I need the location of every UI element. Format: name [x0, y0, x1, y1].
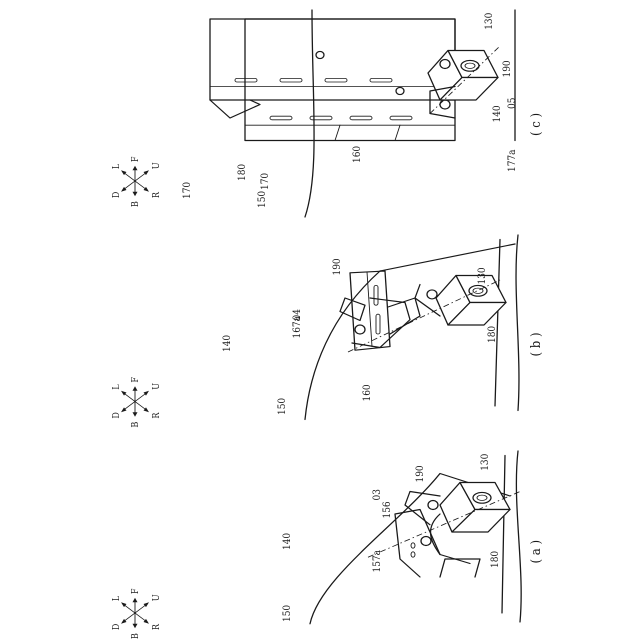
dir-u-label: U	[152, 383, 163, 390]
bolt-c3	[396, 87, 404, 94]
label-180: 180	[490, 551, 502, 568]
label-140: 140	[282, 533, 294, 550]
label-150: 150	[257, 191, 269, 208]
vehicle-edge-a	[516, 451, 521, 622]
dir-b-label: B	[131, 201, 142, 207]
dir-d-label: D	[112, 623, 123, 630]
dir-d-label: D	[112, 191, 123, 198]
bracket-lip-a	[431, 514, 440, 555]
label-156: 156	[382, 501, 394, 518]
vehicle-panel-a	[440, 559, 480, 577]
caption-b: ( b )	[528, 332, 543, 356]
dir-l-label: L	[112, 384, 123, 390]
label-160: 160	[352, 146, 364, 163]
hole-a2	[411, 543, 415, 548]
panel-b: B F D U L R	[112, 235, 544, 428]
dir-r-label: R	[152, 412, 163, 419]
bolt-b1	[355, 325, 365, 334]
label-130: 130	[480, 454, 492, 471]
label-190: 190	[502, 60, 514, 77]
label-170: 170	[182, 182, 194, 199]
dir-f-label: F	[131, 588, 142, 594]
bolt-b2	[427, 290, 437, 299]
bracket-b	[352, 298, 410, 348]
label-170: 170	[260, 173, 272, 190]
bolt-c1	[440, 100, 450, 109]
dir-d-label: D	[112, 412, 123, 419]
dir-r-label: R	[152, 191, 163, 198]
sensor-box-a	[440, 483, 510, 533]
panel-c: B F D U L R	[112, 10, 544, 217]
label-130: 130	[484, 13, 496, 30]
dir-l-label: L	[112, 164, 123, 170]
label-177a: 177a	[507, 149, 519, 172]
label-140: 140	[222, 335, 234, 352]
dir-f-label: F	[131, 156, 142, 162]
label-140: 140	[492, 105, 504, 122]
rail-c-upper	[245, 19, 455, 141]
rotated-figure: B F D U L R	[112, 10, 544, 639]
label-04: 04	[292, 309, 304, 320]
label-180: 180	[487, 326, 499, 343]
label-190: 190	[332, 258, 344, 275]
bolt-c4	[316, 51, 324, 58]
vehicle-edge-b	[516, 235, 519, 411]
direction-rose-b: B F D U L R	[112, 377, 163, 428]
label-150: 150	[277, 398, 289, 415]
label-05: 05	[507, 98, 519, 109]
dir-r-label: R	[152, 623, 163, 630]
label-190: 190	[415, 465, 427, 482]
bolt-a2	[428, 501, 438, 510]
dir-u-label: U	[152, 162, 163, 169]
vehicle-edge2-b	[495, 239, 500, 406]
label-160: 160	[362, 384, 374, 401]
hole-a1	[411, 552, 415, 557]
panel-a: B F D U L R	[112, 451, 544, 639]
sensor-box-b	[436, 276, 506, 326]
caption-a: ( a )	[528, 540, 543, 564]
label-03: 03	[372, 489, 384, 500]
caption-c: ( c )	[528, 113, 543, 136]
vehicle-edge2-a	[502, 456, 505, 614]
bolt-a1	[421, 537, 431, 546]
label-180: 180	[237, 164, 249, 181]
dir-l-label: L	[112, 596, 123, 602]
label-130: 130	[477, 267, 489, 284]
rail-c-lower	[210, 19, 455, 118]
label-157a: 157a	[372, 550, 384, 573]
vehicle-body-c	[305, 10, 314, 217]
dir-b-label: B	[131, 422, 142, 428]
dir-f-label: F	[131, 377, 142, 383]
label-150: 150	[282, 605, 294, 622]
dir-b-label: B	[131, 633, 142, 639]
direction-rose-c: B F D U L R	[112, 156, 163, 207]
dir-u-label: U	[152, 594, 163, 601]
direction-rose-a: B F D U L R	[112, 588, 163, 639]
